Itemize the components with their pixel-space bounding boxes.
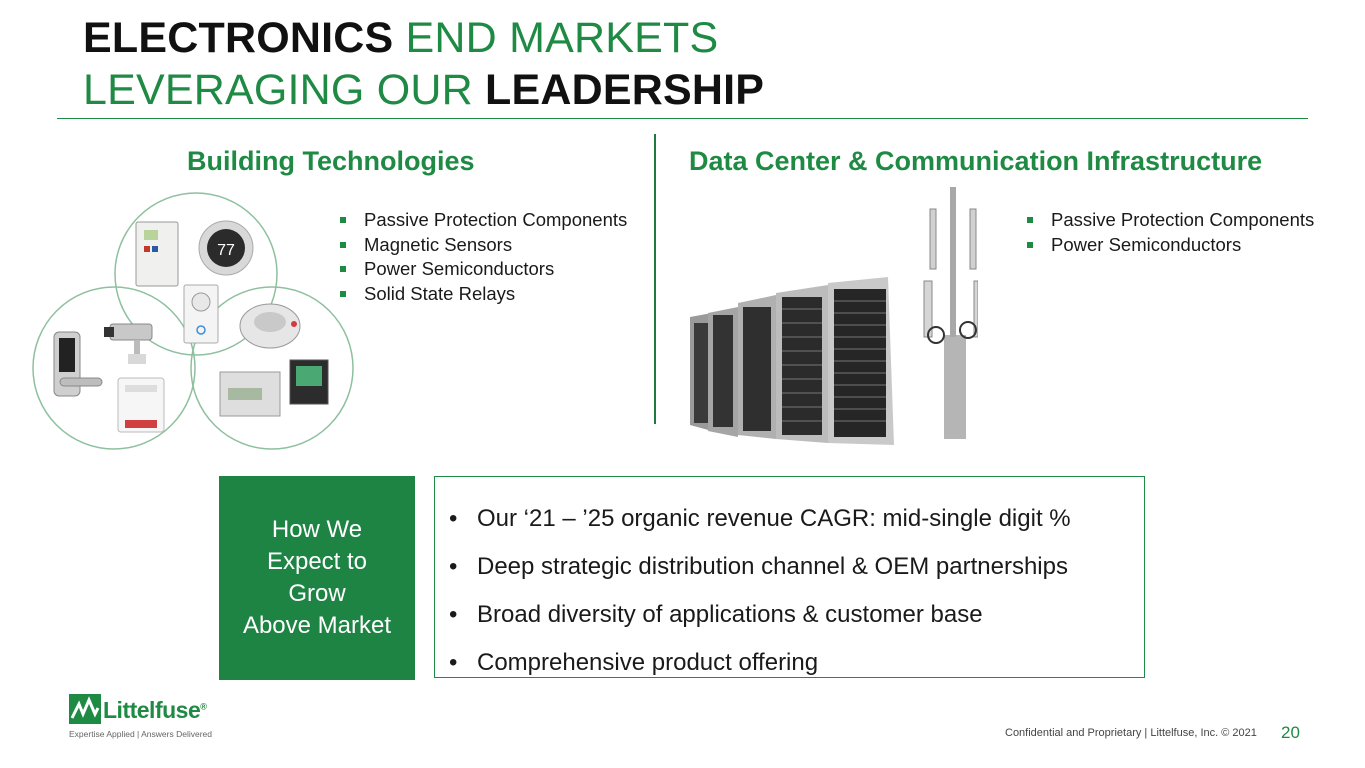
list-item: Solid State Relays xyxy=(338,282,627,307)
subtitle-rest: LEVERAGING OUR xyxy=(83,66,486,114)
page-title-line-2: LEVERAGING OUR LEADERSHIP xyxy=(83,66,764,114)
building-devices-illustration: 77 xyxy=(32,192,354,450)
subtitle-bold-word: LEADERSHIP xyxy=(485,66,765,114)
cell-tower-icon xyxy=(923,187,978,439)
list-item: Deep strategic distribution channel & OE… xyxy=(449,543,1144,591)
littelfuse-logo: Littelfuse® xyxy=(103,697,207,724)
list-item: Comprehensive product offering xyxy=(449,639,1144,687)
growth-label-box: How We Expect to Grow Above Market xyxy=(219,476,415,680)
smoke-detector-icon xyxy=(239,303,301,349)
list-item: Passive Protection Components xyxy=(338,208,627,233)
building-technologies-list: Passive Protection Components Magnetic S… xyxy=(338,208,627,306)
electric-panel-icon xyxy=(135,221,179,287)
server-racks-icon xyxy=(690,277,894,445)
title-rest: END MARKETS xyxy=(393,14,719,62)
confidential-notice: Confidential and Proprietary | Littelfus… xyxy=(1005,727,1257,739)
thermostat-icon: 77 xyxy=(198,220,254,276)
list-item: Power Semiconductors xyxy=(338,257,627,282)
page-number: 20 xyxy=(1281,723,1300,742)
section-divider xyxy=(654,134,656,424)
growth-label-line: How We xyxy=(271,516,363,543)
growth-label-line: Grow xyxy=(288,580,346,607)
logo-name: Littelfuse xyxy=(103,697,201,723)
data-center-heading: Data Center & Communication Infrastructu… xyxy=(689,146,1263,176)
security-camera-icon xyxy=(104,323,153,364)
growth-points-list: Our ‘21 – ’25 organic revenue CAGR: mid-… xyxy=(435,477,1144,687)
growth-label-line: Above Market xyxy=(242,612,392,639)
svg-text:77: 77 xyxy=(217,242,235,259)
logo-registered-mark: ® xyxy=(200,701,207,712)
growth-points-box: Our ‘21 – ’25 organic revenue CAGR: mid-… xyxy=(434,476,1145,687)
building-technologies-heading: Building Technologies xyxy=(187,146,475,176)
data-center-list: Passive Protection Components Power Semi… xyxy=(1025,208,1314,257)
energy-meter-icon xyxy=(219,371,281,417)
logo-tagline: Expertise Applied | Answers Delivered xyxy=(69,729,213,739)
list-item: Our ‘21 – ’25 organic revenue CAGR: mid-… xyxy=(449,495,1144,543)
list-item: Broad diversity of applications & custom… xyxy=(449,591,1144,639)
title-bold-word: ELECTRONICS xyxy=(83,14,394,62)
keypad-icon xyxy=(117,377,165,433)
littelfuse-logo-icon xyxy=(69,694,101,724)
list-item: Magnetic Sensors xyxy=(338,233,627,258)
list-item: Power Semiconductors xyxy=(1025,233,1314,258)
title-divider xyxy=(57,118,1308,119)
door-lock-icon xyxy=(53,331,103,397)
outlet-icon xyxy=(183,284,219,344)
page-title-line-1: ELECTRONICS END MARKETS xyxy=(83,14,718,62)
power-analyzer-icon xyxy=(289,359,329,405)
list-item: Passive Protection Components xyxy=(1025,208,1314,233)
growth-label-line: Expect to xyxy=(266,548,368,575)
servers-and-tower-illustration xyxy=(690,187,978,445)
